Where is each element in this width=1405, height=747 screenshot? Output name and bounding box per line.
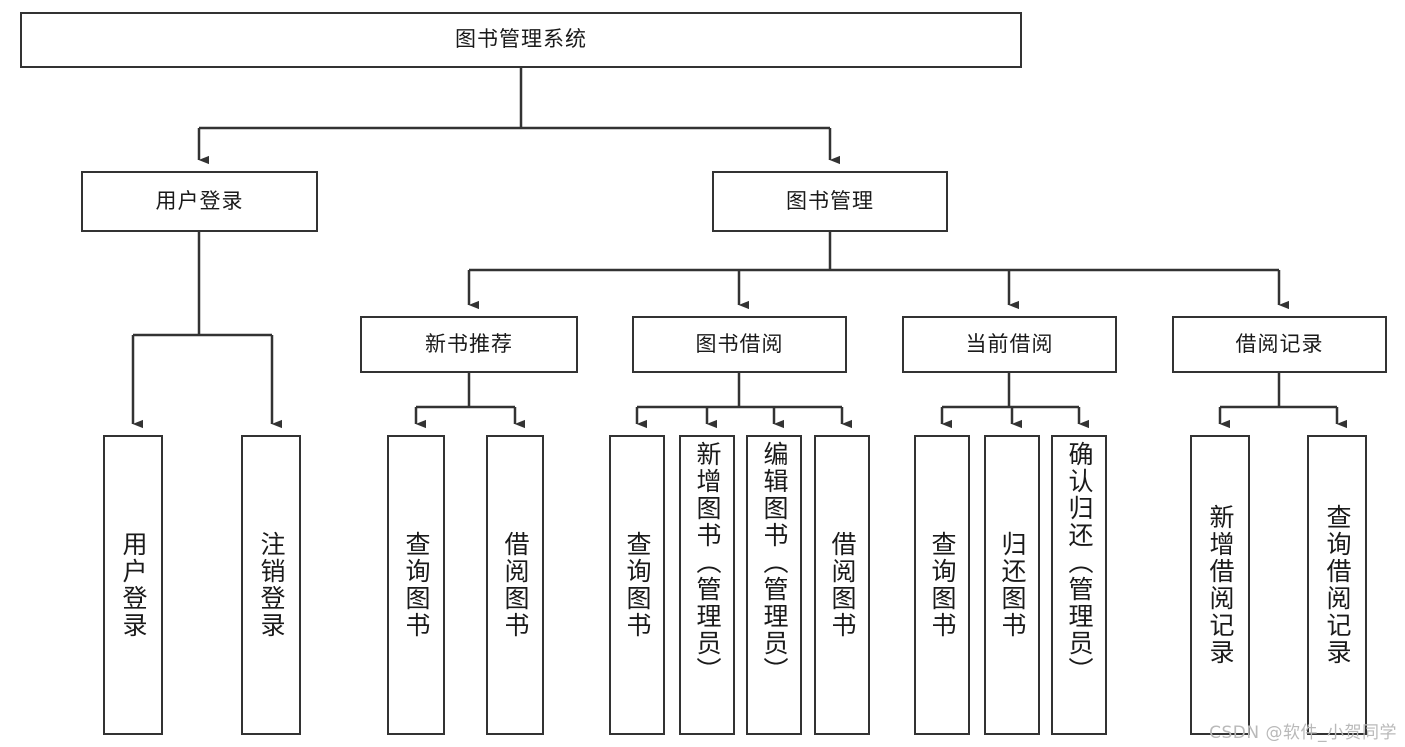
edge-group-book-borrow: [635, 373, 853, 429]
node-book-manage[interactable]: 图书管理: [712, 171, 948, 232]
node-leaf-borrow-book-rec[interactable]: 借阅图书: [486, 435, 544, 735]
node-user-login-label: 用户登录: [155, 188, 244, 213]
node-leaf-add-book-label: 新增图书（管理员）: [693, 441, 722, 684]
node-book-borrow[interactable]: 图书借阅: [632, 316, 847, 373]
node-leaf-user-login-label: 用户登录: [119, 531, 148, 639]
node-leaf-borrow-book[interactable]: 借阅图书: [814, 435, 870, 735]
node-leaf-user-logout[interactable]: 注销登录: [241, 435, 301, 735]
node-user-login[interactable]: 用户登录: [81, 171, 318, 232]
node-leaf-edit-book[interactable]: 编辑图书（管理员）: [746, 435, 802, 735]
edge-group-new-book-rec: [414, 373, 526, 429]
node-leaf-return-book-label: 归还图书: [998, 531, 1027, 639]
node-root-label: 图书管理系统: [455, 27, 587, 52]
node-leaf-query-book-rec[interactable]: 查询图书: [387, 435, 445, 735]
node-leaf-query-book-borrow-label: 查询图书: [623, 531, 652, 639]
node-borrow-record-label: 借阅记录: [1235, 331, 1324, 356]
watermark-text: CSDN @软件_小贺同学: [1209, 723, 1397, 743]
node-new-book-rec[interactable]: 新书推荐: [360, 316, 578, 373]
node-book-manage-label: 图书管理: [786, 188, 874, 213]
node-leaf-borrow-book-label: 借阅图书: [828, 531, 857, 639]
node-leaf-user-login[interactable]: 用户登录: [103, 435, 163, 735]
edge-group-current-borrow: [940, 373, 1090, 429]
node-leaf-query-book-cur[interactable]: 查询图书: [914, 435, 970, 735]
node-leaf-add-record[interactable]: 新增借阅记录: [1190, 435, 1250, 735]
node-leaf-edit-book-label: 编辑图书（管理员）: [760, 441, 789, 684]
node-leaf-query-record-label: 查询借阅记录: [1323, 504, 1352, 666]
edge-group-borrow-record: [1218, 373, 1348, 429]
node-leaf-query-book-borrow[interactable]: 查询图书: [609, 435, 665, 735]
node-borrow-record[interactable]: 借阅记录: [1172, 316, 1387, 373]
node-leaf-query-record[interactable]: 查询借阅记录: [1307, 435, 1367, 735]
node-root[interactable]: 图书管理系统: [20, 12, 1022, 68]
node-leaf-confirm-return-label: 确认归还（管理员）: [1065, 441, 1094, 684]
edge-group-book-manage: [467, 232, 1290, 310]
node-leaf-add-record-label: 新增借阅记录: [1206, 504, 1235, 666]
node-leaf-query-book-rec-label: 查询图书: [402, 531, 431, 639]
node-leaf-borrow-book-rec-label: 借阅图书: [501, 531, 530, 639]
edge-group-user-login: [131, 232, 283, 429]
node-leaf-add-book[interactable]: 新增图书（管理员）: [679, 435, 735, 735]
node-book-borrow-label: 图书借阅: [695, 331, 784, 356]
node-new-book-rec-label: 新书推荐: [425, 331, 513, 356]
node-current-borrow-label: 当前借阅: [965, 331, 1054, 356]
node-leaf-query-book-cur-label: 查询图书: [928, 531, 957, 639]
node-leaf-confirm-return[interactable]: 确认归还（管理员）: [1051, 435, 1107, 735]
node-leaf-user-logout-label: 注销登录: [257, 531, 286, 639]
node-current-borrow[interactable]: 当前借阅: [902, 316, 1117, 373]
edge-group-root: [197, 68, 841, 165]
node-leaf-return-book[interactable]: 归还图书: [984, 435, 1040, 735]
